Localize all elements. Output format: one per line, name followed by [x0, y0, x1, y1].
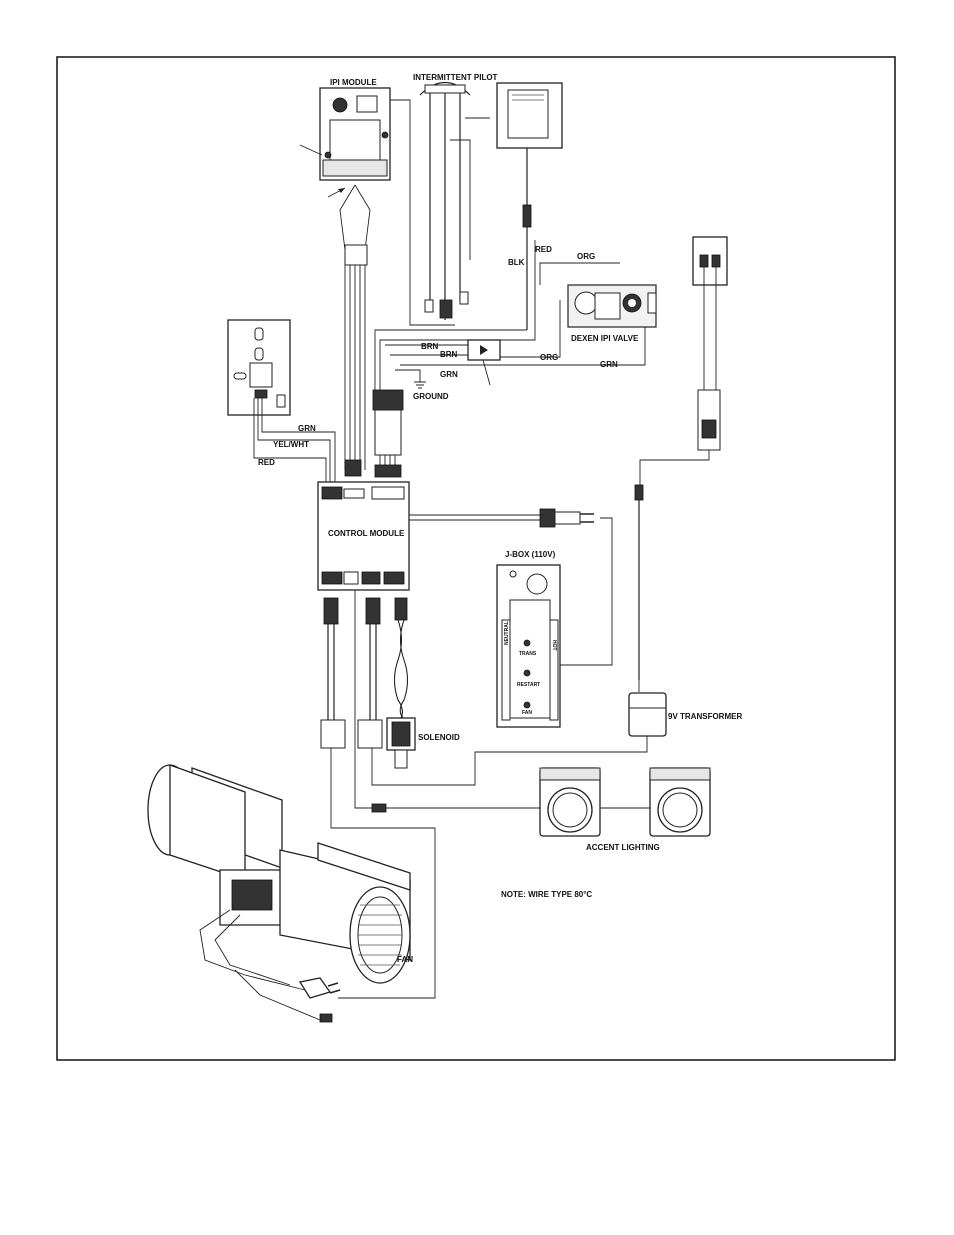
- dexen-valve-label: DEXEN IPI VALVE: [571, 334, 639, 343]
- trans-label: TRANS: [519, 651, 537, 657]
- accent-light-2: [649, 767, 711, 837]
- control-module-label: CONTROL MODULE: [328, 529, 405, 538]
- red-remote-label: RED: [258, 458, 275, 467]
- solenoid-harness: [393, 597, 409, 719]
- dexen-ipi-valve: [567, 284, 657, 328]
- red-top-label: RED: [535, 245, 552, 254]
- neutral-label: NEUTRAL: [504, 621, 510, 645]
- transformer-label: 9V TRANSFORMER: [668, 712, 742, 721]
- fan-blower: [147, 764, 411, 1023]
- ipi-module: [299, 87, 391, 198]
- jbox-fan-label: FAN: [522, 710, 532, 716]
- accent-lighting-label: ACCENT LIGHTING: [586, 843, 660, 852]
- ground-label: GROUND: [413, 392, 449, 401]
- control-module: [317, 481, 410, 591]
- org-top-label: ORG: [577, 252, 595, 261]
- remote-receiver: [227, 319, 291, 416]
- hot-label: HOT: [551, 640, 557, 651]
- fan-harness: [320, 597, 436, 999]
- brn-1-label: BRN: [421, 342, 439, 351]
- battery-box: [496, 82, 563, 330]
- ipi-harness: [339, 184, 371, 477]
- solenoid-label: SOLENOID: [418, 733, 460, 742]
- grn-ground-label: GRN: [440, 370, 458, 379]
- jbox: [496, 564, 561, 728]
- fan-label: FAN: [397, 955, 413, 964]
- lighting-harness: [354, 590, 540, 813]
- yel-wht-label: YEL/WHT: [273, 440, 309, 449]
- org-mid-label: ORG: [540, 353, 558, 362]
- transformer-lead: [634, 236, 728, 692]
- diagram-border: [56, 56, 896, 1061]
- intermittent-pilot: [390, 81, 490, 326]
- wire-type-note: NOTE: WIRE TYPE 80°C: [501, 890, 592, 899]
- restart-label: RESTART: [517, 682, 540, 688]
- valve-harness: [372, 389, 404, 478]
- solenoid: [386, 717, 416, 769]
- intermittent-pilot-label: INTERMITTENT PILOT: [413, 73, 498, 82]
- brn-2-label: BRN: [440, 350, 458, 359]
- jbox-label: J-BOX (110V): [505, 550, 556, 559]
- ipi-module-label: IPI MODULE: [330, 78, 377, 87]
- transformer: [628, 692, 667, 737]
- grn-remote-label: GRN: [298, 424, 316, 433]
- blk-label: BLK: [508, 258, 525, 267]
- grn-valve-label: GRN: [600, 360, 618, 369]
- accent-light-1: [539, 767, 601, 837]
